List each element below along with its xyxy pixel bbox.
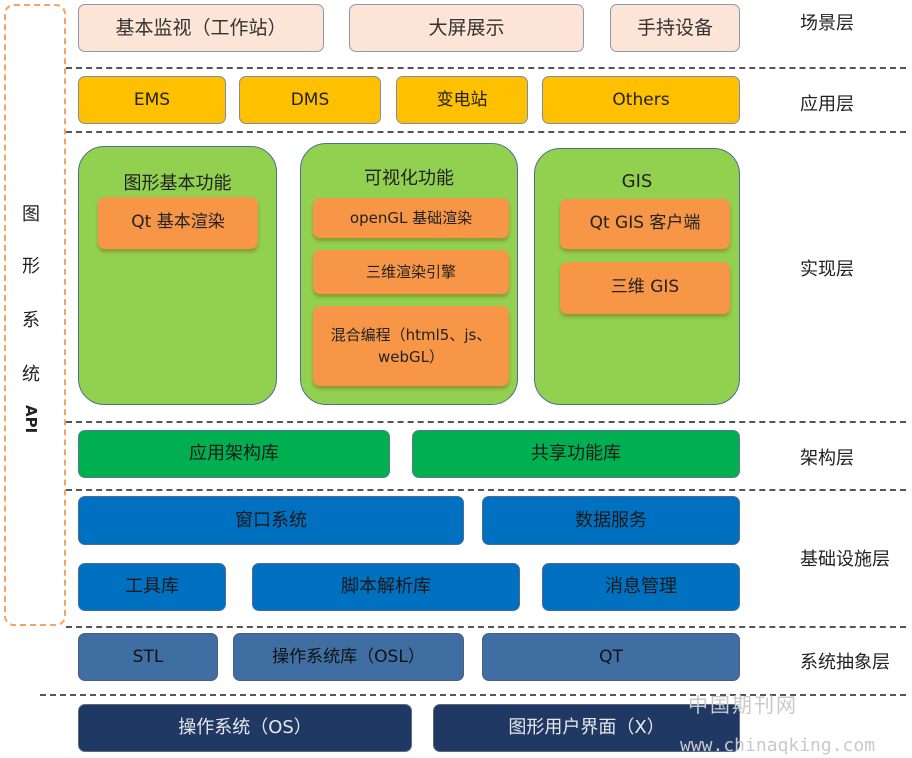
abstraction-qt: QT <box>482 633 740 681</box>
layer-label-framework: 架构层 <box>800 448 854 469</box>
panel-title: 图形基本功能 <box>123 173 232 194</box>
infra-window-system: 窗口系统 <box>78 496 464 545</box>
infra-tool-lib: 工具库 <box>78 563 226 611</box>
app-substation: 变电站 <box>396 76 528 124</box>
layer-divider <box>66 489 906 491</box>
panel-title: 可视化功能 <box>364 168 454 189</box>
app-ems: EMS <box>78 76 226 124</box>
app-others: Others <box>542 76 740 124</box>
abstraction-osl: 操作系统库（OSL） <box>233 633 464 681</box>
module-3d-gis: 三维 GIS <box>560 262 730 314</box>
module-opengl-basic-render: openGL 基础渲染 <box>313 198 509 238</box>
module-hybrid-programming: 混合编程（html5、js、webGL） <box>313 306 509 386</box>
layer-label-application: 应用层 <box>800 94 854 115</box>
panel-visualization-functions: 可视化功能 openGL 基础渲染 三维渲染引擎 混合编程（html5、js、w… <box>300 143 518 405</box>
module-qt-gis-client: Qt GIS 客户端 <box>560 199 730 249</box>
panel-graphics-basic-functions: 图形基本功能 Qt 基本渲染 <box>78 146 277 405</box>
infra-data-service: 数据服务 <box>482 496 740 545</box>
app-dms: DMS <box>239 76 381 124</box>
layer-label-system-abstraction: 系统抽象层 <box>800 652 890 673</box>
layer-label-implementation: 实现层 <box>800 259 854 280</box>
api-label-char-3: 系 <box>22 310 40 331</box>
scene-large-screen: 大屏展示 <box>349 4 584 52</box>
api-label-char-1: 图 <box>22 204 40 225</box>
infra-script-parser-lib: 脚本解析库 <box>252 563 520 611</box>
module-qt-basic-render: Qt 基本渲染 <box>98 197 258 249</box>
layer-label-scene: 场景层 <box>800 13 854 34</box>
api-label-char-4: 统 <box>22 364 40 385</box>
graphics-system-api-frame <box>4 4 66 626</box>
framework-app-architecture-lib: 应用架构库 <box>78 430 390 478</box>
panel-title: GIS <box>621 171 653 192</box>
watermark-url: www.chinaqking.com <box>680 735 876 756</box>
scene-basic-monitoring: 基本监视（工作站） <box>78 4 324 52</box>
layer-divider <box>66 67 906 69</box>
layer-divider <box>66 131 906 133</box>
layer-divider <box>66 626 906 628</box>
watermark-cn: 中国期刊网 <box>688 693 798 717</box>
layer-divider <box>40 694 906 696</box>
os-operating-system: 操作系统（OS） <box>78 704 412 752</box>
api-label-api: API <box>22 405 40 434</box>
os-graphical-user-interface: 图形用户界面（X） <box>433 704 740 752</box>
framework-shared-function-lib: 共享功能库 <box>412 430 740 478</box>
scene-handheld-device: 手持设备 <box>610 4 740 52</box>
infra-message-management: 消息管理 <box>542 563 740 611</box>
api-label-char-2: 形 <box>22 256 40 277</box>
layer-label-infrastructure: 基础设施层 <box>800 549 890 570</box>
abstraction-stl: STL <box>78 633 218 681</box>
module-3d-render-engine: 三维渲染引擎 <box>313 250 509 294</box>
panel-gis: GIS Qt GIS 客户端 三维 GIS <box>534 148 740 405</box>
layer-divider <box>66 421 906 423</box>
